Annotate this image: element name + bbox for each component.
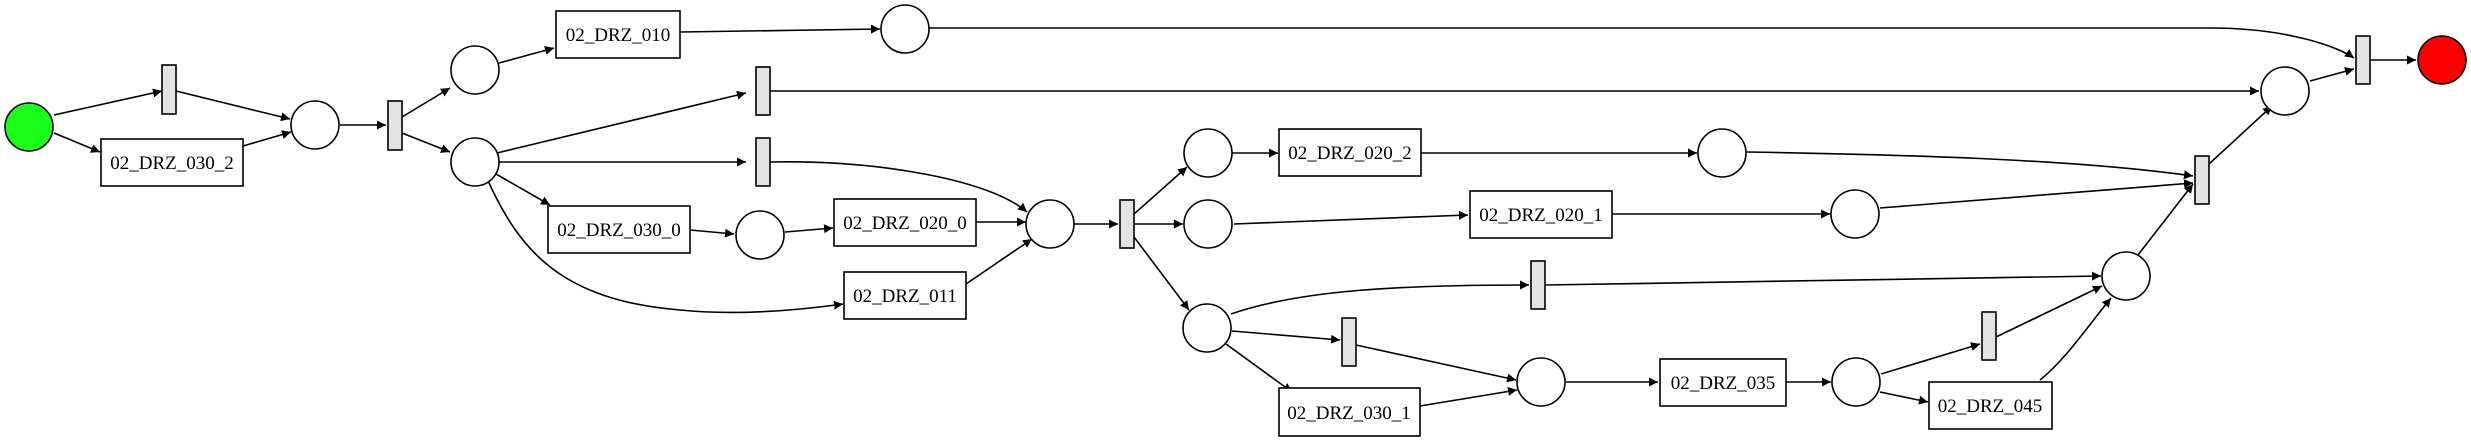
arc-p16-to-silent-join — [2137, 183, 2194, 256]
place-p-top — [2260, 66, 2310, 116]
arcs — [53, 24, 2416, 407]
arc-p17-to-silent-8 — [1880, 342, 1981, 375]
transition-drz-010: 02_DRZ_010 — [555, 10, 681, 59]
transition-label: 02_DRZ_020_0 — [843, 213, 967, 234]
arc-silent-5-to-p12 — [1133, 236, 1190, 311]
arc-p17-to-drz-045 — [1879, 391, 1929, 405]
end-place — [2417, 35, 2467, 85]
arc-p4-to-silent-3 — [496, 90, 747, 154]
place-p17 — [1831, 357, 1881, 407]
places — [4, 4, 2467, 407]
arc-silent-2-to-p3 — [401, 87, 451, 118]
arc-drz-045-to-p16 — [2039, 297, 2112, 381]
arc-p12-to-drz-030-1 — [1225, 343, 1293, 393]
transition-label: 02_DRZ_020_2 — [1288, 143, 1412, 164]
silent-transitions — [161, 35, 2371, 367]
silent-transition — [161, 64, 177, 115]
place-p4 — [450, 137, 500, 187]
arc-p4-to-drz-011 — [487, 180, 844, 314]
place-p15 — [1516, 357, 1566, 407]
silent-transition — [1530, 260, 1546, 310]
transition-label: 02_DRZ_035 — [1671, 373, 1776, 394]
silent-transition — [1119, 199, 1135, 249]
transition-drz-020-1: 02_DRZ_020_1 — [1469, 190, 1613, 239]
arc-p-top-to-silent-final — [2309, 67, 2355, 82]
silent-transition — [2194, 155, 2210, 205]
transition-drz-045: 02_DRZ_045 — [1928, 381, 2053, 430]
transition-label: 02_DRZ_030_2 — [110, 153, 234, 174]
arc-p3-to-drz-010 — [498, 46, 555, 64]
transition-label: 02_DRZ_020_1 — [1479, 205, 1603, 226]
arc-p11-to-drz-020-1 — [1233, 210, 1469, 225]
place-p2 — [290, 100, 340, 150]
place-p16 — [2101, 251, 2151, 301]
transition-drz-030-0: 02_DRZ_030_0 — [547, 205, 691, 254]
transition-drz-035: 02_DRZ_035 — [1659, 358, 1787, 407]
place-p13 — [1697, 128, 1747, 178]
arc-start-to-drz-030-2 — [53, 132, 101, 153]
silent-transition — [1981, 311, 1997, 361]
arc-silent-7-to-p15 — [1355, 344, 1517, 383]
transition-drz-011: 02_DRZ_011 — [843, 271, 967, 320]
transition-label: 02_DRZ_045 — [1938, 396, 2043, 417]
transition-label: 02_DRZ_011 — [853, 286, 957, 307]
place-p14 — [1830, 189, 1880, 239]
silent-transition — [755, 66, 771, 116]
arc-p8-to-drz-020-0 — [784, 224, 834, 234]
arc-silent-join-to-p-top — [2208, 105, 2273, 165]
silent-transition — [1341, 317, 1357, 367]
arc-p12-to-silent-6 — [1230, 280, 1530, 315]
arc-silent-5-to-p10 — [1133, 166, 1188, 215]
transition-drz-020-2: 02_DRZ_020_2 — [1278, 128, 1422, 177]
place-p8 — [735, 210, 785, 260]
place-p12 — [1182, 303, 1232, 353]
arc-drz-030-1-to-p15 — [1419, 387, 1518, 407]
transition-drz-030-1: 02_DRZ_030_1 — [1278, 387, 1421, 437]
transition-drz-020-0: 02_DRZ_020_0 — [833, 198, 977, 247]
labeled-transitions: 02_DRZ_010 02_DRZ_030_2 02_DRZ_030_0 02_… — [100, 10, 2053, 437]
arc-silent-8-to-p16 — [1995, 285, 2103, 338]
arc-start-to-silent-1 — [53, 88, 163, 116]
transition-label: 02_DRZ_010 — [566, 25, 671, 46]
transition-label: 02_DRZ_030_1 — [1287, 403, 1411, 424]
silent-transition — [755, 137, 771, 187]
arc-p5-to-silent-final — [929, 27, 2355, 59]
arc-p14-to-silent-join — [1879, 179, 2194, 209]
place-p11 — [1183, 199, 1233, 249]
place-p5 — [880, 4, 930, 54]
start-place — [4, 102, 54, 152]
arc-p13-to-silent-join — [1746, 151, 2194, 180]
arc-drz-030-0-to-p8 — [689, 228, 735, 238]
place-p9 — [1025, 199, 1075, 249]
arc-silent-1-to-p2 — [175, 90, 291, 122]
place-p3 — [450, 45, 500, 95]
arc-silent-6-to-p16 — [1544, 271, 2102, 286]
place-p10 — [1183, 128, 1233, 178]
arc-p4-to-drz-030-0 — [495, 173, 551, 206]
transition-label: 02_DRZ_030_0 — [557, 220, 681, 241]
arc-silent-4-to-p9 — [769, 161, 1028, 213]
arc-drz-010-to-p5 — [679, 24, 881, 34]
silent-transition — [2355, 35, 2371, 85]
arc-drz-030-2-to-p2 — [242, 130, 292, 147]
transition-drz-030-2: 02_DRZ_030_2 — [100, 138, 244, 187]
arc-drz-011-to-p9 — [965, 238, 1033, 285]
arc-p12-to-silent-7 — [1231, 330, 1341, 344]
silent-transition — [387, 100, 403, 151]
arc-silent-2-to-p4 — [401, 132, 451, 153]
